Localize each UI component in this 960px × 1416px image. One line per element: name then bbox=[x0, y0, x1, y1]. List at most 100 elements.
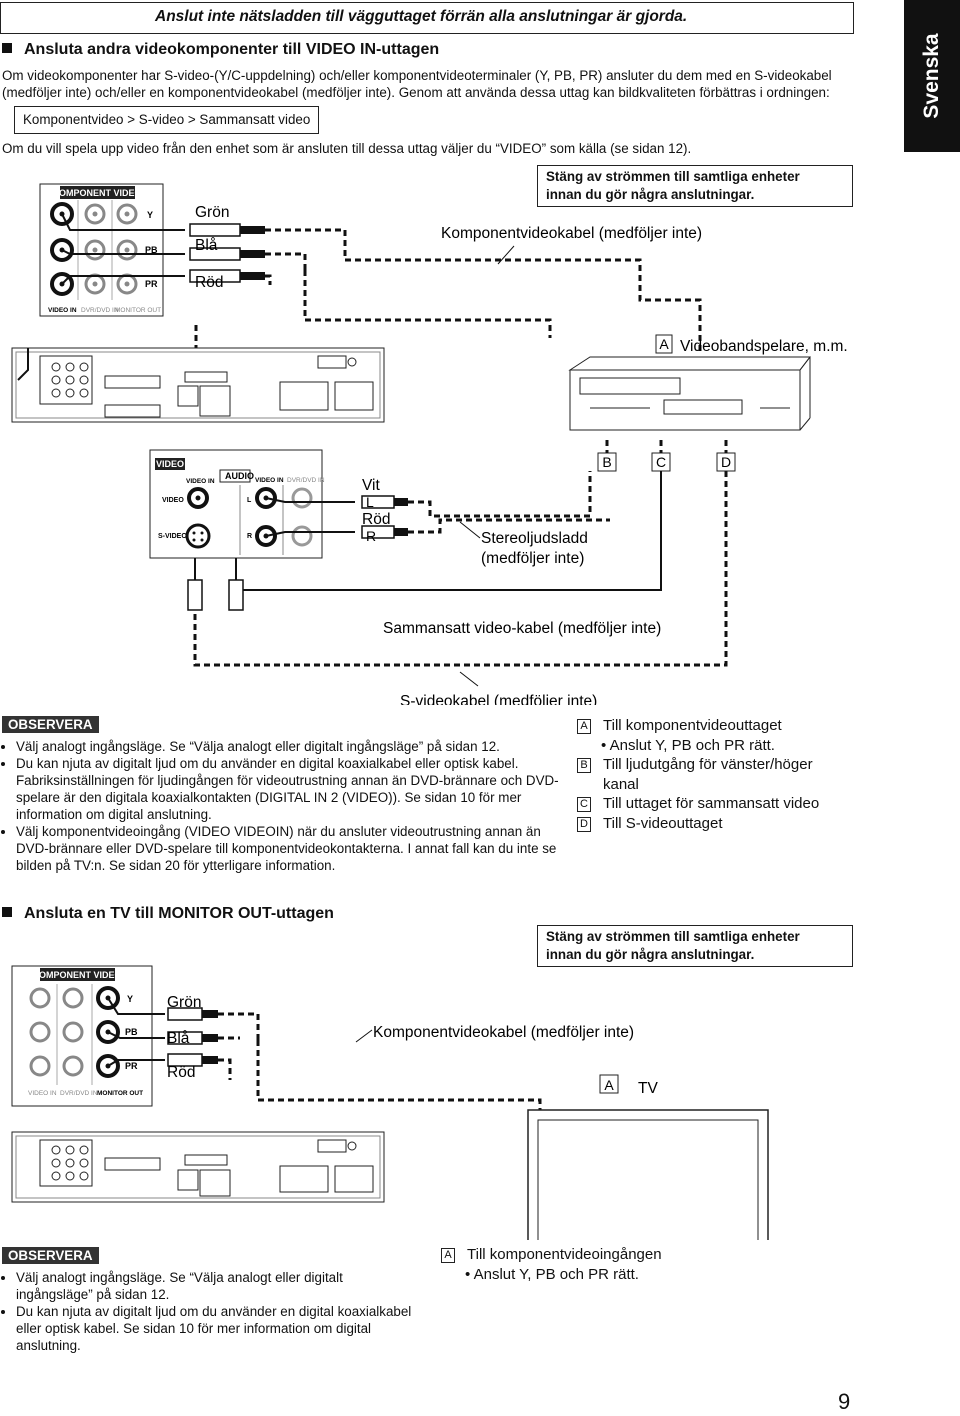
section1-intro-2: (medföljer inte) och/eller en komponentv… bbox=[2, 85, 830, 100]
stereo-cable-label-2: (medföljer inte) bbox=[481, 550, 584, 567]
notes1-item: Du kan njuta av digitalt ljud om du anvä… bbox=[16, 755, 564, 823]
power-notice-1-line2: innan du gör några anslutningar. bbox=[546, 187, 755, 202]
panel-title: COMPONENT VIDEO bbox=[52, 188, 141, 198]
marker-d: D bbox=[721, 454, 731, 470]
jack-pb-label-2: PB bbox=[125, 1027, 138, 1037]
color-blue-2: Blå bbox=[167, 1030, 190, 1047]
power-off-notice-1: Stäng av strömmen till samtliga enheter … bbox=[537, 165, 853, 207]
legend2-a-sub: • Anslut Y, PB och PR rätt. bbox=[465, 1265, 639, 1283]
receiver-back-panel-1 bbox=[11, 347, 385, 423]
notes1-list: Välj analogt ingångsläge. Se “Välja anal… bbox=[2, 738, 564, 874]
bottom-label-dvr-in-2: DVR/DVD IN bbox=[60, 1090, 98, 1097]
section1-intro-1: Om videokomponenter har S-video-(Y/C-upp… bbox=[2, 68, 832, 83]
color-blue: Blå bbox=[195, 237, 218, 254]
component-cable-label-2: Komponentvideokabel (medföljer inte) bbox=[373, 1024, 634, 1041]
audio-l-label: L bbox=[247, 497, 252, 504]
plug-r-label: R bbox=[366, 528, 376, 544]
key-b-icon: B bbox=[577, 758, 591, 773]
heading-bullet-icon bbox=[2, 43, 12, 53]
color-green-2: Grön bbox=[167, 994, 201, 1011]
section2-heading: Ansluta en TV till MONITOR OUT-uttagen bbox=[2, 905, 334, 923]
audio-r-label: R bbox=[247, 533, 252, 540]
component-video-panel: COMPONENT VIDEO Y PB PR VIDEO IN DVR/DVD… bbox=[39, 183, 164, 317]
notes2-item: Du kan njuta av digitalt ljud om du anvä… bbox=[16, 1303, 421, 1354]
color-red-2: Röd bbox=[362, 511, 390, 528]
video-input-panel: VIDEO VIDEO IN AUDIO VIDEO IN DVR/DVD IN… bbox=[149, 449, 325, 559]
page-number: 9 bbox=[838, 1389, 851, 1414]
svideo-jack-label: S-VIDEO bbox=[158, 533, 187, 540]
observera-1: OBSERVERA bbox=[2, 716, 99, 733]
marker-c: C bbox=[656, 454, 666, 470]
observera-2: OBSERVERA bbox=[2, 1247, 99, 1264]
composite-cable-label: Sammansatt video-kabel (medföljer inte) bbox=[383, 620, 661, 637]
jack-row-y: Y bbox=[50, 202, 153, 226]
quality-order-box: Komponentvideo > S-video > Sammansatt vi… bbox=[14, 106, 320, 134]
notes2-list: Välj analogt ingångsläge. Se “Välja anal… bbox=[2, 1269, 421, 1354]
section1-heading-text: Ansluta andra videokomponenter till VIDE… bbox=[24, 41, 440, 58]
warning-text: Anslut inte nätsladden till vägguttaget … bbox=[155, 8, 688, 25]
language-tab-label: Svenska bbox=[920, 33, 943, 119]
section2-heading-text: Ansluta en TV till MONITOR OUT-uttagen bbox=[24, 905, 334, 922]
component-video-diagram-2: COMPONENT VIDEO Y PB PR VIDEO IN DVR/DVD… bbox=[11, 965, 769, 1240]
power-notice-2-line2: innan du gör några anslutningar. bbox=[546, 947, 755, 962]
marker-b: B bbox=[602, 454, 611, 470]
jack-pr-label: PR bbox=[145, 279, 158, 289]
device-label-tv: TV bbox=[638, 1080, 658, 1097]
jack-pb-label: PB bbox=[145, 245, 158, 255]
notes2-item: Välj analogt ingångsläge. Se “Välja anal… bbox=[16, 1269, 421, 1303]
key-d-icon: D bbox=[577, 816, 591, 832]
tv-device bbox=[527, 1109, 769, 1240]
power-off-notice-2: Stäng av strömmen till samtliga enheter … bbox=[537, 925, 853, 967]
key-a-icon: A bbox=[577, 719, 591, 734]
bottom-label-monitor-out: MONITOR OUT bbox=[115, 307, 161, 314]
plug-l-label: L bbox=[366, 494, 374, 510]
audio-video-in-label: VIDEO IN bbox=[255, 477, 284, 484]
device-label-vcr: Videobandspelare, m.m. bbox=[680, 338, 848, 355]
video-jack-label: VIDEO bbox=[162, 497, 184, 504]
vcr-device bbox=[568, 356, 812, 431]
rca-plugs-1 bbox=[189, 223, 265, 283]
color-red: Röd bbox=[195, 274, 223, 291]
heading-bullet-icon bbox=[2, 907, 12, 917]
legend1-a-sub: • Anslut Y, PB och PR rätt. bbox=[601, 736, 775, 754]
color-green: Grön bbox=[195, 204, 229, 221]
component-cable-label: Komponentvideokabel (medföljer inte) bbox=[441, 225, 702, 242]
svideo-cable-label: S-videokabel (medföljer inte) bbox=[400, 693, 597, 705]
language-tab: Svenska bbox=[904, 0, 960, 152]
marker-a-2: A bbox=[604, 1077, 614, 1093]
audio-title: AUDIO bbox=[225, 471, 254, 481]
color-white: Vit bbox=[362, 477, 381, 494]
section1-heading: Ansluta andra videokomponenter till VIDE… bbox=[2, 41, 439, 59]
stereo-cable-label-1: Stereoljudsladd bbox=[481, 530, 588, 547]
color-red-3: Röd bbox=[167, 1064, 195, 1081]
bottom-label-video-in: VIDEO IN bbox=[48, 307, 77, 314]
marker-a-1: A bbox=[659, 336, 669, 352]
audio-dvr-in-label: DVR/DVD IN bbox=[287, 477, 325, 484]
key-c-icon: C bbox=[577, 797, 591, 812]
receiver-back-panel-2 bbox=[11, 1131, 385, 1203]
bottom-label-dvr-in: DVR/DVD IN bbox=[81, 307, 119, 314]
notes1-item: Välj komponentvideoingång (VIDEO VIDEOIN… bbox=[16, 823, 564, 874]
legend1-b-2: kanal bbox=[603, 775, 639, 793]
bottom-label-monitor-out-2: MONITOR OUT bbox=[97, 1090, 143, 1097]
key-a-icon-2: A bbox=[441, 1248, 455, 1263]
jack-row-pb: PB bbox=[50, 238, 158, 262]
jack-y-label: Y bbox=[147, 210, 153, 220]
video-audio-diagram: VIDEO VIDEO IN AUDIO VIDEO IN DVR/DVD IN… bbox=[149, 440, 736, 705]
component-video-diagram-1: COMPONENT VIDEO Y PB PR VIDEO IN DVR/DVD… bbox=[11, 183, 848, 431]
jack-pr-label-2: PR bbox=[125, 1061, 138, 1071]
bottom-label-video-in-2: VIDEO IN bbox=[28, 1090, 57, 1097]
power-notice-1-line1: Stäng av strömmen till samtliga enheter bbox=[546, 169, 800, 184]
notes1-item: Välj analogt ingångsläge. Se “Välja anal… bbox=[16, 738, 564, 755]
warning-box: Anslut inte nätsladden till vägguttaget … bbox=[0, 2, 854, 34]
jack-y-label-2: Y bbox=[127, 994, 133, 1004]
component-video-panel-2: COMPONENT VIDEO Y PB PR VIDEO IN DVR/DVD… bbox=[11, 965, 153, 1107]
video-in-label: VIDEO IN bbox=[186, 478, 215, 485]
